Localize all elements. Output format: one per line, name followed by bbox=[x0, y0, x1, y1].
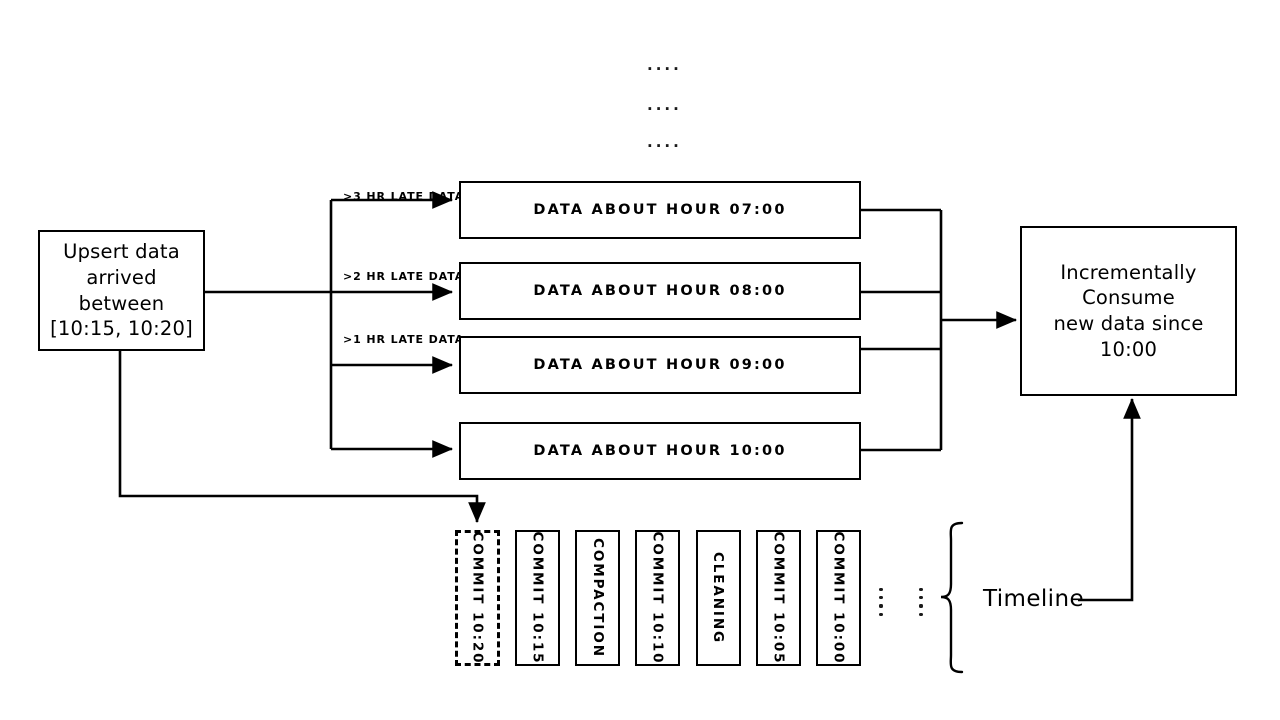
timeline-compaction-label: COMPACTION bbox=[589, 538, 606, 658]
ellipsis-above-3: .... bbox=[647, 133, 682, 151]
hour-box-08[interactable]: DATA ABOUT HOUR 08:00 bbox=[459, 262, 861, 320]
wire-source-to-commit bbox=[118, 351, 486, 524]
upsert-line-2: arrived between bbox=[78, 265, 165, 315]
timeline-commit-10-00-label: COMMIT 10:00 bbox=[830, 531, 847, 665]
timeline-compaction[interactable]: COMPACTION bbox=[575, 530, 620, 666]
upsert-line-3: [10:15, 10:20] bbox=[50, 317, 193, 341]
upsert-source-box[interactable]: Upsert data arrived between [10:15, 10:2… bbox=[38, 230, 205, 351]
timeline-ellipsis-2 bbox=[919, 588, 923, 616]
hour-box-09-label: DATA ABOUT HOUR 09:00 bbox=[533, 357, 787, 373]
timeline-brace bbox=[940, 521, 964, 674]
edge-label-3hr-late: >3 HR LATE DATA bbox=[343, 190, 465, 203]
hour-box-07[interactable]: DATA ABOUT HOUR 07:00 bbox=[459, 181, 861, 239]
incremental-consume-text: Incrementally Consume new data since 10:… bbox=[1022, 260, 1235, 363]
timeline-ellipsis-1 bbox=[879, 588, 883, 616]
timeline-commit-10-15-label: COMMIT 10:15 bbox=[529, 531, 546, 665]
edge-label-1hr-late: >1 HR LATE DATA bbox=[343, 333, 465, 346]
timeline-commit-10-10[interactable]: COMMIT 10:10 bbox=[635, 530, 680, 666]
timeline-cleaning-label: CLEANING bbox=[710, 551, 727, 645]
timeline-commit-10-15[interactable]: COMMIT 10:15 bbox=[515, 530, 560, 666]
timeline-commit-10-10-label: COMMIT 10:10 bbox=[649, 531, 666, 665]
timeline-commit-10-05-label: COMMIT 10:05 bbox=[770, 531, 787, 665]
wire-timeline-to-consume bbox=[1078, 397, 1141, 602]
upsert-source-text: Upsert data arrived between [10:15, 10:2… bbox=[40, 239, 203, 342]
timeline-commit-10-20-label: COMMIT 10:20 bbox=[469, 531, 486, 665]
hour-box-09[interactable]: DATA ABOUT HOUR 09:00 bbox=[459, 336, 861, 394]
edge-label-2hr-late: >2 HR LATE DATA bbox=[343, 270, 465, 283]
ellipsis-above-2: .... bbox=[647, 96, 682, 114]
hour-box-10-label: DATA ABOUT HOUR 10:00 bbox=[533, 443, 787, 459]
hour-box-08-label: DATA ABOUT HOUR 08:00 bbox=[533, 283, 787, 299]
timeline-commit-10-05[interactable]: COMMIT 10:05 bbox=[756, 530, 801, 666]
hour-box-07-label: DATA ABOUT HOUR 07:00 bbox=[533, 202, 787, 218]
timeline-commit-10-00[interactable]: COMMIT 10:00 bbox=[816, 530, 861, 666]
ellipsis-above-1: .... bbox=[647, 56, 682, 74]
timeline-label: Timeline bbox=[983, 586, 1084, 612]
upsert-line-1: Upsert data bbox=[63, 240, 180, 264]
consume-line-2: new data since 10:00 bbox=[1053, 312, 1204, 361]
hour-box-10[interactable]: DATA ABOUT HOUR 10:00 bbox=[459, 422, 861, 480]
timeline-cleaning[interactable]: CLEANING bbox=[696, 530, 741, 666]
timeline-commit-10-20[interactable]: COMMIT 10:20 bbox=[455, 530, 500, 666]
incremental-consume-box[interactable]: Incrementally Consume new data since 10:… bbox=[1020, 226, 1237, 396]
consume-line-1: Incrementally Consume bbox=[1060, 260, 1197, 310]
